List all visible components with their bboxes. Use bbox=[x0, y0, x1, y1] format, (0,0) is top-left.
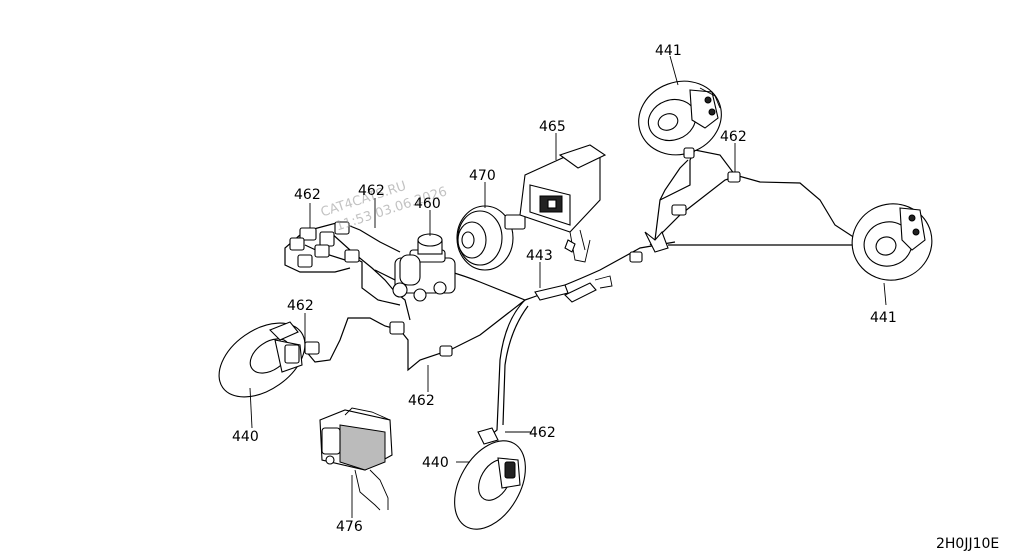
label-440-left: 440 bbox=[232, 429, 259, 445]
front-right-disc bbox=[454, 427, 526, 530]
brake-booster bbox=[456, 205, 526, 271]
master-cylinder bbox=[392, 249, 456, 302]
label-443: 443 bbox=[526, 248, 553, 264]
fittings-cluster bbox=[289, 221, 453, 357]
brake-lines bbox=[281, 149, 859, 441]
rear-disc-right bbox=[851, 203, 933, 281]
diagram-code: 2H0JJ10E bbox=[936, 536, 999, 552]
label-460: 460 bbox=[414, 196, 441, 212]
label-462-mid: 462 bbox=[408, 393, 435, 409]
label-476: 476 bbox=[336, 519, 363, 535]
reservoir bbox=[417, 233, 443, 255]
label-440-right: 440 bbox=[422, 455, 449, 471]
label-462-left: 462 bbox=[287, 298, 314, 314]
label-462-cluster: 462 bbox=[294, 187, 321, 203]
leader-lines bbox=[249, 55, 887, 518]
hose-443 bbox=[534, 275, 613, 303]
label-470: 470 bbox=[469, 168, 496, 184]
front-left-disc bbox=[218, 321, 306, 398]
label-462-upper-right: 462 bbox=[720, 129, 747, 145]
rear-clips bbox=[629, 147, 741, 263]
brake-pedal bbox=[519, 144, 607, 263]
label-462-low: 462 bbox=[529, 425, 556, 441]
rear-disc-top bbox=[638, 80, 722, 156]
label-441-right: 441 bbox=[870, 310, 897, 326]
label-462-master: 462 bbox=[358, 183, 385, 199]
abs-unit bbox=[319, 407, 393, 511]
label-441-top: 441 bbox=[655, 43, 682, 59]
label-465: 465 bbox=[539, 119, 566, 135]
